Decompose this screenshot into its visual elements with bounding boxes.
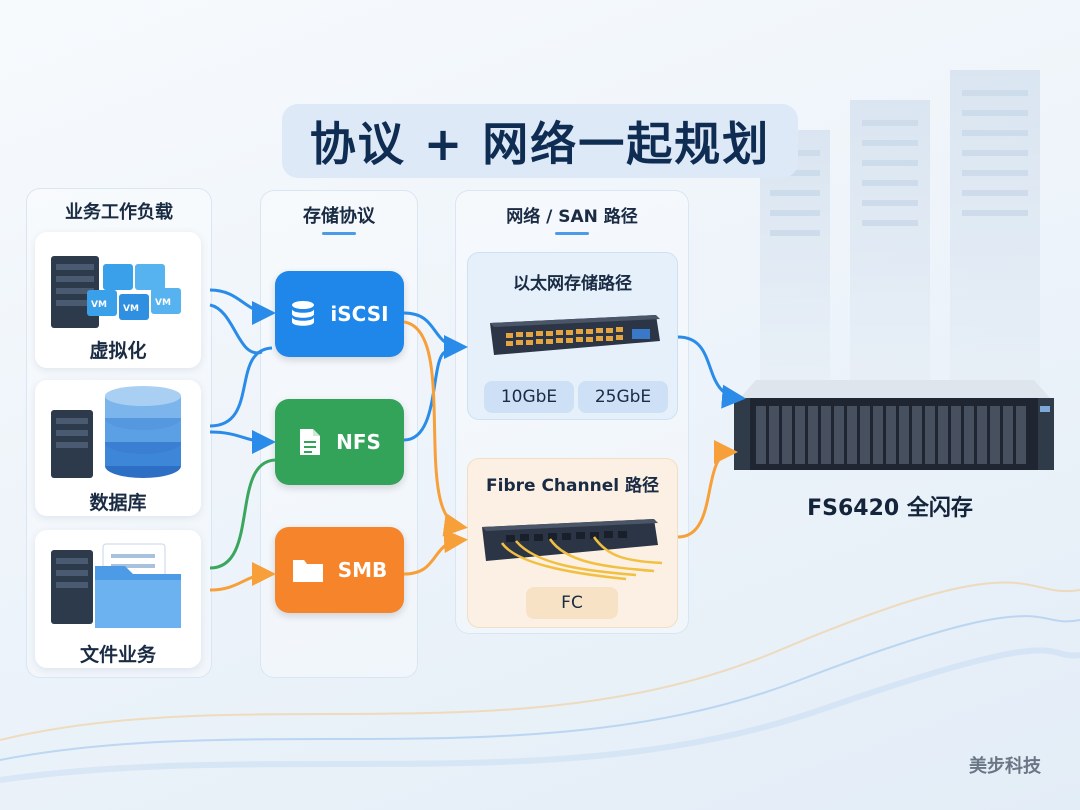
virtualization-icon: VM VM VM (51, 256, 181, 328)
flow-iscsi-ethernet (403, 311, 468, 359)
protocol-smb[interactable]: SMB (275, 527, 404, 613)
storage-array-icon (734, 380, 1054, 470)
database-icon (292, 301, 315, 326)
flow-virtualization-nfs (209, 303, 263, 355)
protocols-heading-underline (322, 232, 356, 235)
speed-chip-25gbe: 25GbE (578, 381, 668, 413)
workload-label-virtualization: 虚拟化 (89, 340, 147, 362)
workloads-heading: 业务工作负载 (65, 202, 173, 223)
fibre-channel-switch-icon (482, 519, 663, 581)
svg-text:VM: VM (91, 300, 107, 310)
flow-ethernet-storage (677, 335, 746, 409)
network-heading-underline (555, 232, 589, 235)
svg-text:VM: VM (123, 304, 139, 314)
page-title: 协议 + 网络一起规划 (309, 117, 771, 171)
file-folder-icon (51, 543, 181, 628)
ethernet-switch-icon (490, 315, 660, 355)
flow-database-nfs (209, 429, 276, 454)
folder-icon (292, 560, 323, 582)
protocol-label-smb: SMB (337, 558, 388, 582)
network-heading: 网络 / SAN 路径 (506, 207, 638, 227)
flow-file-smb (209, 562, 276, 592)
protocol-iscsi[interactable]: iSCSI (275, 271, 404, 357)
workload-label-database: 数据库 (89, 492, 147, 514)
protocol-nfs[interactable]: NFS (275, 399, 404, 485)
ethernet-path-title: 以太网存储路径 (513, 274, 632, 294)
protocols-heading: 存储协议 (303, 206, 375, 227)
page-title-box: 协议 + 网络一起规划 (282, 104, 798, 178)
flow-iscsi-fc (403, 320, 468, 537)
flow-smb-fc (403, 529, 468, 576)
protocol-label-iscsi: iSCSI (330, 302, 389, 326)
background-light-waves (0, 581, 1080, 783)
fc-chip: FC (526, 587, 618, 619)
protocol-label-nfs: NFS (336, 430, 381, 454)
workload-card-virtualization[interactable]: VM VM VM 虚拟化 (35, 232, 201, 368)
svg-text:VM: VM (155, 298, 171, 308)
fc-path-title: Fibre Channel 路径 (486, 476, 659, 496)
ethernet-path-card[interactable]: 以太网存储路径 10GbE 25GbE (467, 252, 678, 420)
flow-virtualization-iscsi (209, 288, 276, 325)
storage-label: FS6420 全闪存 (807, 496, 973, 521)
fc-path-card[interactable]: Fibre Channel 路径 FC (467, 458, 678, 628)
flow-database-iscsi (209, 346, 273, 428)
workload-card-file-service[interactable]: 文件业务 (35, 530, 201, 668)
speed-chip-10gbe: 10GbE (484, 381, 574, 413)
brand-watermark: 美步科技 (969, 756, 1041, 777)
database-server-icon (51, 386, 181, 478)
document-icon (300, 429, 321, 455)
workload-card-database[interactable]: 数据库 (35, 380, 201, 516)
background-server-racks (760, 70, 1040, 410)
workload-label-file-service: 文件业务 (79, 644, 156, 666)
flow-fc-storage (677, 440, 738, 539)
flow-file-nfs (209, 458, 276, 570)
flow-nfs-ethernet (403, 350, 447, 442)
